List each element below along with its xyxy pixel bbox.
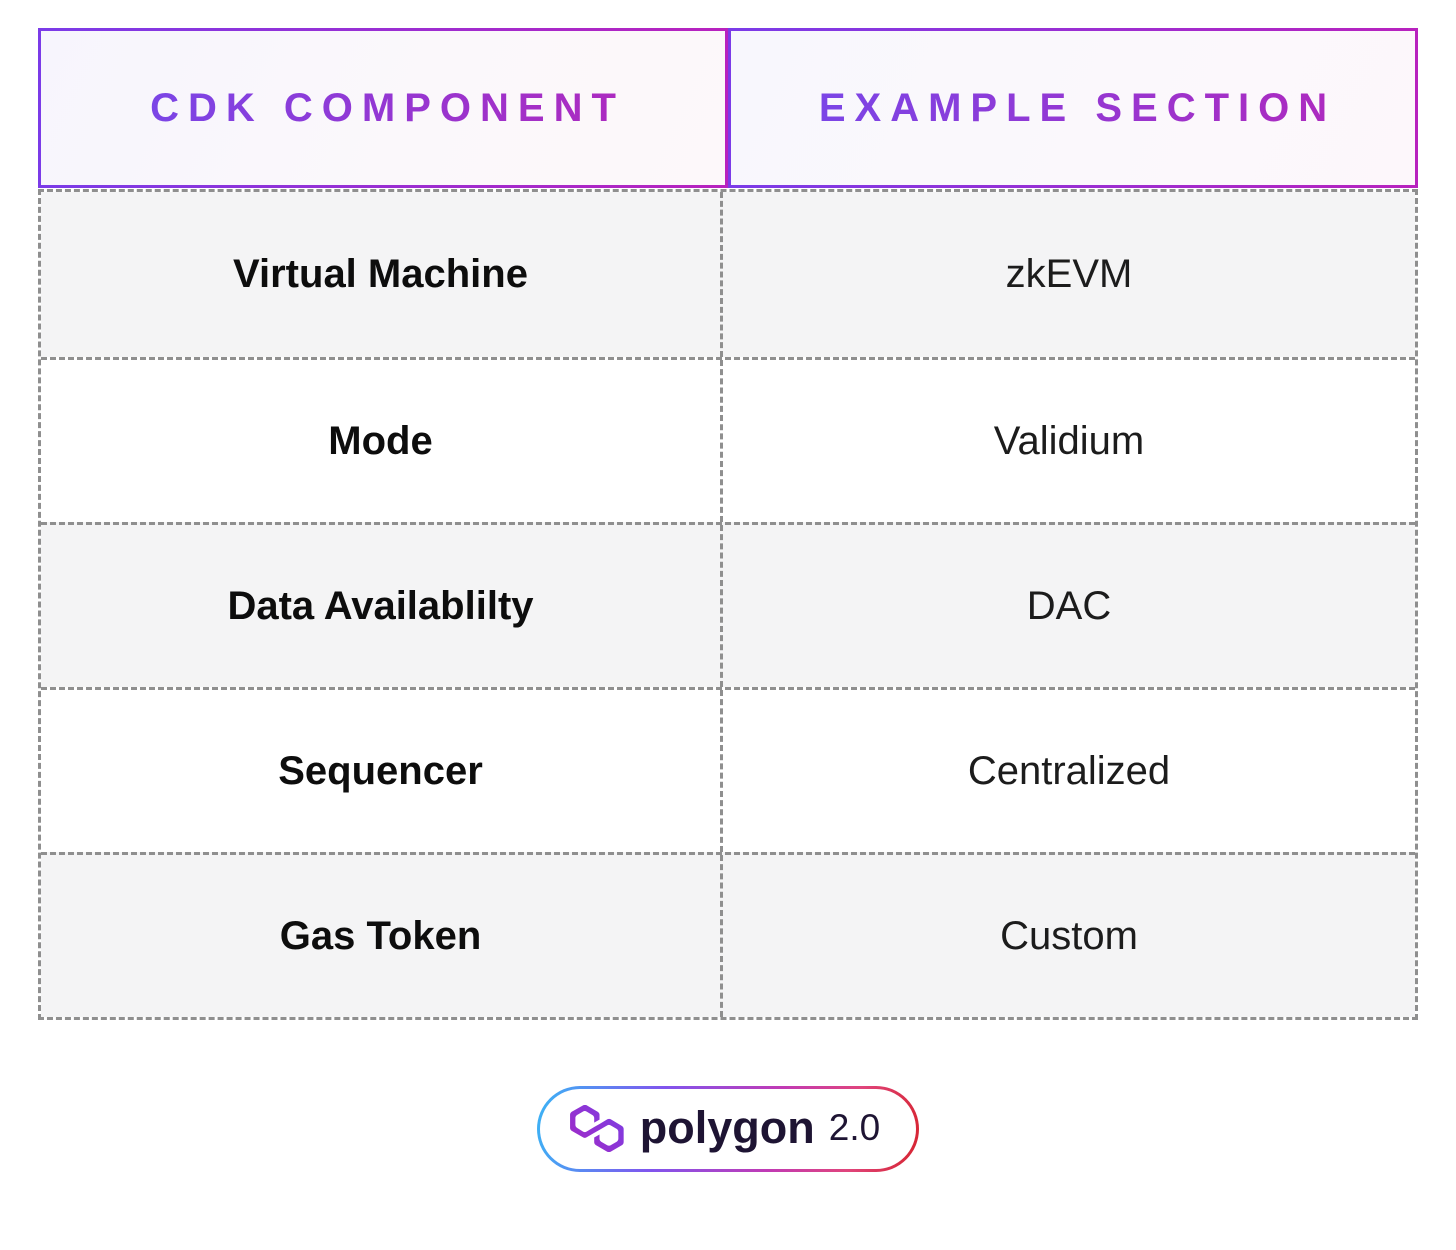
table-row-virtual-machine: Virtual Machine zkEVM	[41, 192, 1415, 357]
header-label-example-section: EXAMPLE SECTION	[818, 85, 1337, 130]
header-cell-cdk-component: CDK COMPONENT	[38, 28, 728, 188]
cdk-components-table: CDK COMPONENT EXAMPLE SECTION Virtual Ma…	[38, 28, 1418, 1172]
cell-example: DAC	[1026, 583, 1112, 628]
polygon-icon	[569, 1104, 624, 1152]
table-header-row: CDK COMPONENT EXAMPLE SECTION	[38, 28, 1418, 188]
cell-component: Virtual Machine	[41, 192, 723, 357]
table-row-gas-token: Gas Token Custom	[41, 852, 1415, 1017]
polygon-logo-badge: polygon 2.0	[536, 1086, 920, 1172]
polygon-wordmark: polygon	[639, 1102, 815, 1153]
table-row-data-availability: Data Availablilty DAC	[41, 522, 1415, 687]
polygon-logo-badge-inner: polygon 2.0	[539, 1089, 917, 1169]
polygon-version-label: 2.0	[828, 1107, 881, 1148]
table-row-sequencer: Sequencer Centralized	[41, 687, 1415, 852]
cell-example: zkEVM	[1005, 252, 1133, 296]
table-row-mode: Mode Validium	[41, 357, 1415, 522]
header-label-cdk-component: CDK COMPONENT	[150, 85, 625, 130]
cell-example: Centralized	[967, 748, 1171, 793]
cell-component: Sequencer	[41, 690, 723, 852]
cell-component: Mode	[41, 360, 723, 522]
cell-example: Validium	[993, 418, 1145, 463]
cell-example: Custom	[1000, 913, 1138, 958]
cell-component: Gas Token	[41, 855, 723, 1017]
table-body: Virtual Machine zkEVM Mode Validium Data…	[38, 189, 1418, 1020]
header-cell-example-section: EXAMPLE SECTION	[728, 28, 1418, 188]
cell-component: Data Availablilty	[41, 525, 723, 687]
